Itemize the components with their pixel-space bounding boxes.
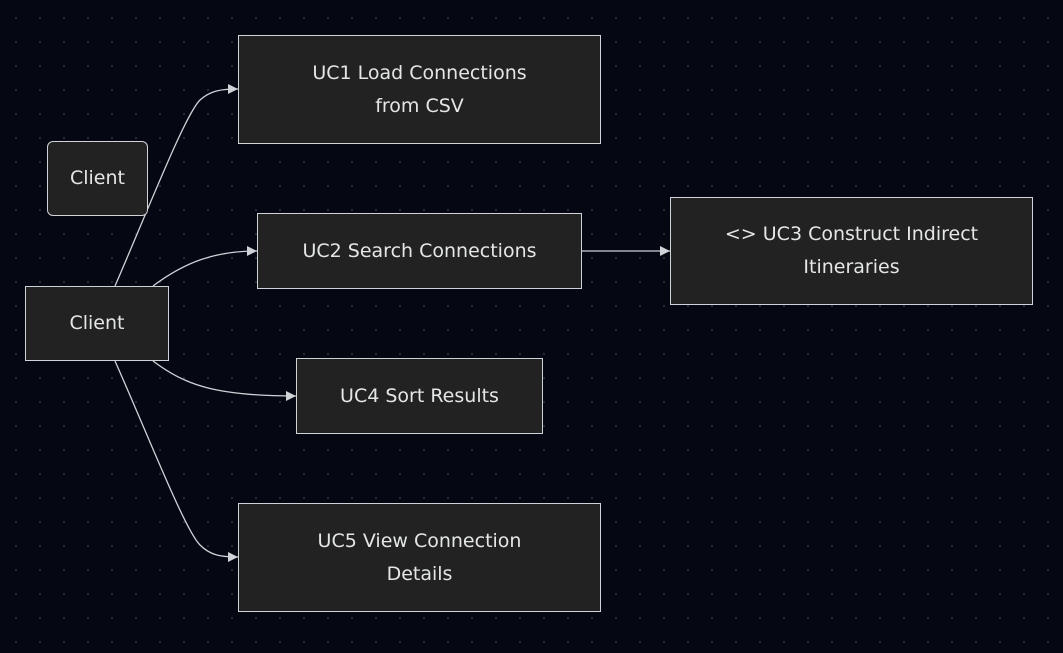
use-case-uc3[interactable]: <> UC3 Construct Indirect Itineraries	[670, 197, 1033, 305]
actor-client-label: Client	[69, 167, 125, 189]
edge-client-to-uc2	[152, 246, 258, 287]
edge-client-to-uc1	[114, 84, 239, 287]
use-case-uc1-label: UC1 Load Connections from CSV	[312, 61, 527, 117]
use-case-uc4[interactable]: UC4 Sort Results	[296, 358, 543, 434]
use-case-uc1[interactable]: UC1 Load Connections from CSV	[238, 35, 601, 144]
use-case-uc4-label: UC4 Sort Results	[340, 384, 499, 407]
use-case-uc5[interactable]: UC5 View Connection Details	[238, 503, 601, 612]
node-client-label: Client	[69, 312, 125, 334]
use-case-uc2-label: UC2 Search Connections	[302, 239, 537, 262]
actor-client[interactable]: Client	[47, 141, 148, 216]
use-case-uc2[interactable]: UC2 Search Connections	[257, 213, 582, 289]
use-case-uc5-label: UC5 View Connection Details	[317, 529, 522, 585]
edge-client-to-uc4	[152, 360, 297, 401]
use-case-uc3-label: <> UC3 Construct Indirect Itineraries	[724, 223, 979, 278]
node-client[interactable]: Client	[25, 286, 169, 361]
edge-client-to-uc5	[114, 360, 239, 562]
